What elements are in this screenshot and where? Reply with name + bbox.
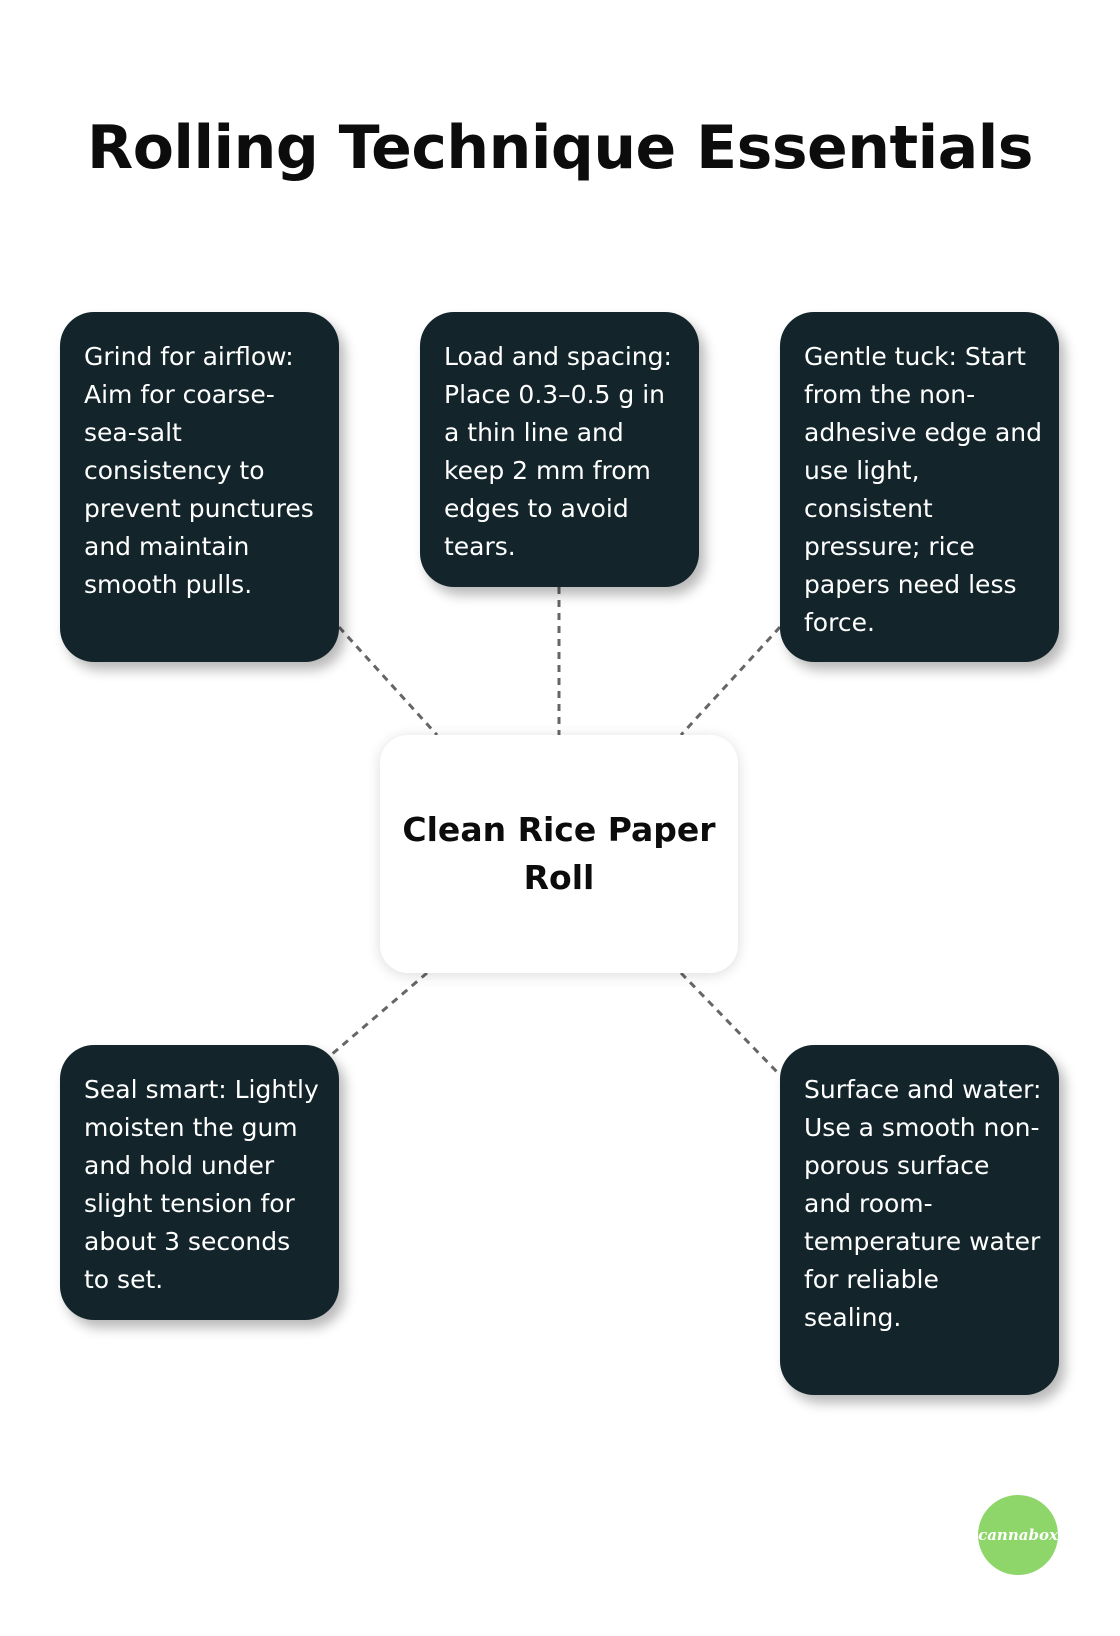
node-surface: Surface and water: Use a smooth non-poro… xyxy=(780,1045,1059,1395)
center-node-label: Clean Rice Paper Roll xyxy=(402,810,716,897)
node-grind: Grind for airflow: Aim for coarse-sea-sa… xyxy=(60,312,339,662)
connector-tuck xyxy=(679,625,782,737)
connector-seal xyxy=(330,971,428,1057)
connector-surface xyxy=(679,971,782,1077)
node-grind-text: Grind for airflow: Aim for coarse-sea-sa… xyxy=(84,342,314,599)
center-node: Clean Rice Paper Roll xyxy=(380,735,738,973)
node-load-text: Load and spacing: Place 0.3–0.5 g in a t… xyxy=(444,342,672,561)
connector-grind xyxy=(337,625,439,737)
brand-logo-text: cannabox xyxy=(978,1526,1058,1544)
node-tuck-text: Gentle tuck: Start from the non-adhesive… xyxy=(804,342,1042,637)
node-tuck: Gentle tuck: Start from the non-adhesive… xyxy=(780,312,1059,662)
brand-logo: cannabox xyxy=(978,1495,1058,1575)
node-load: Load and spacing: Place 0.3–0.5 g in a t… xyxy=(420,312,699,587)
node-surface-text: Surface and water: Use a smooth non-poro… xyxy=(804,1075,1042,1332)
diagram-title: Rolling Technique Essentials xyxy=(87,113,1033,183)
node-seal: Seal smart: Lightly moisten the gum and … xyxy=(60,1045,339,1320)
node-seal-text: Seal smart: Lightly moisten the gum and … xyxy=(84,1075,319,1294)
